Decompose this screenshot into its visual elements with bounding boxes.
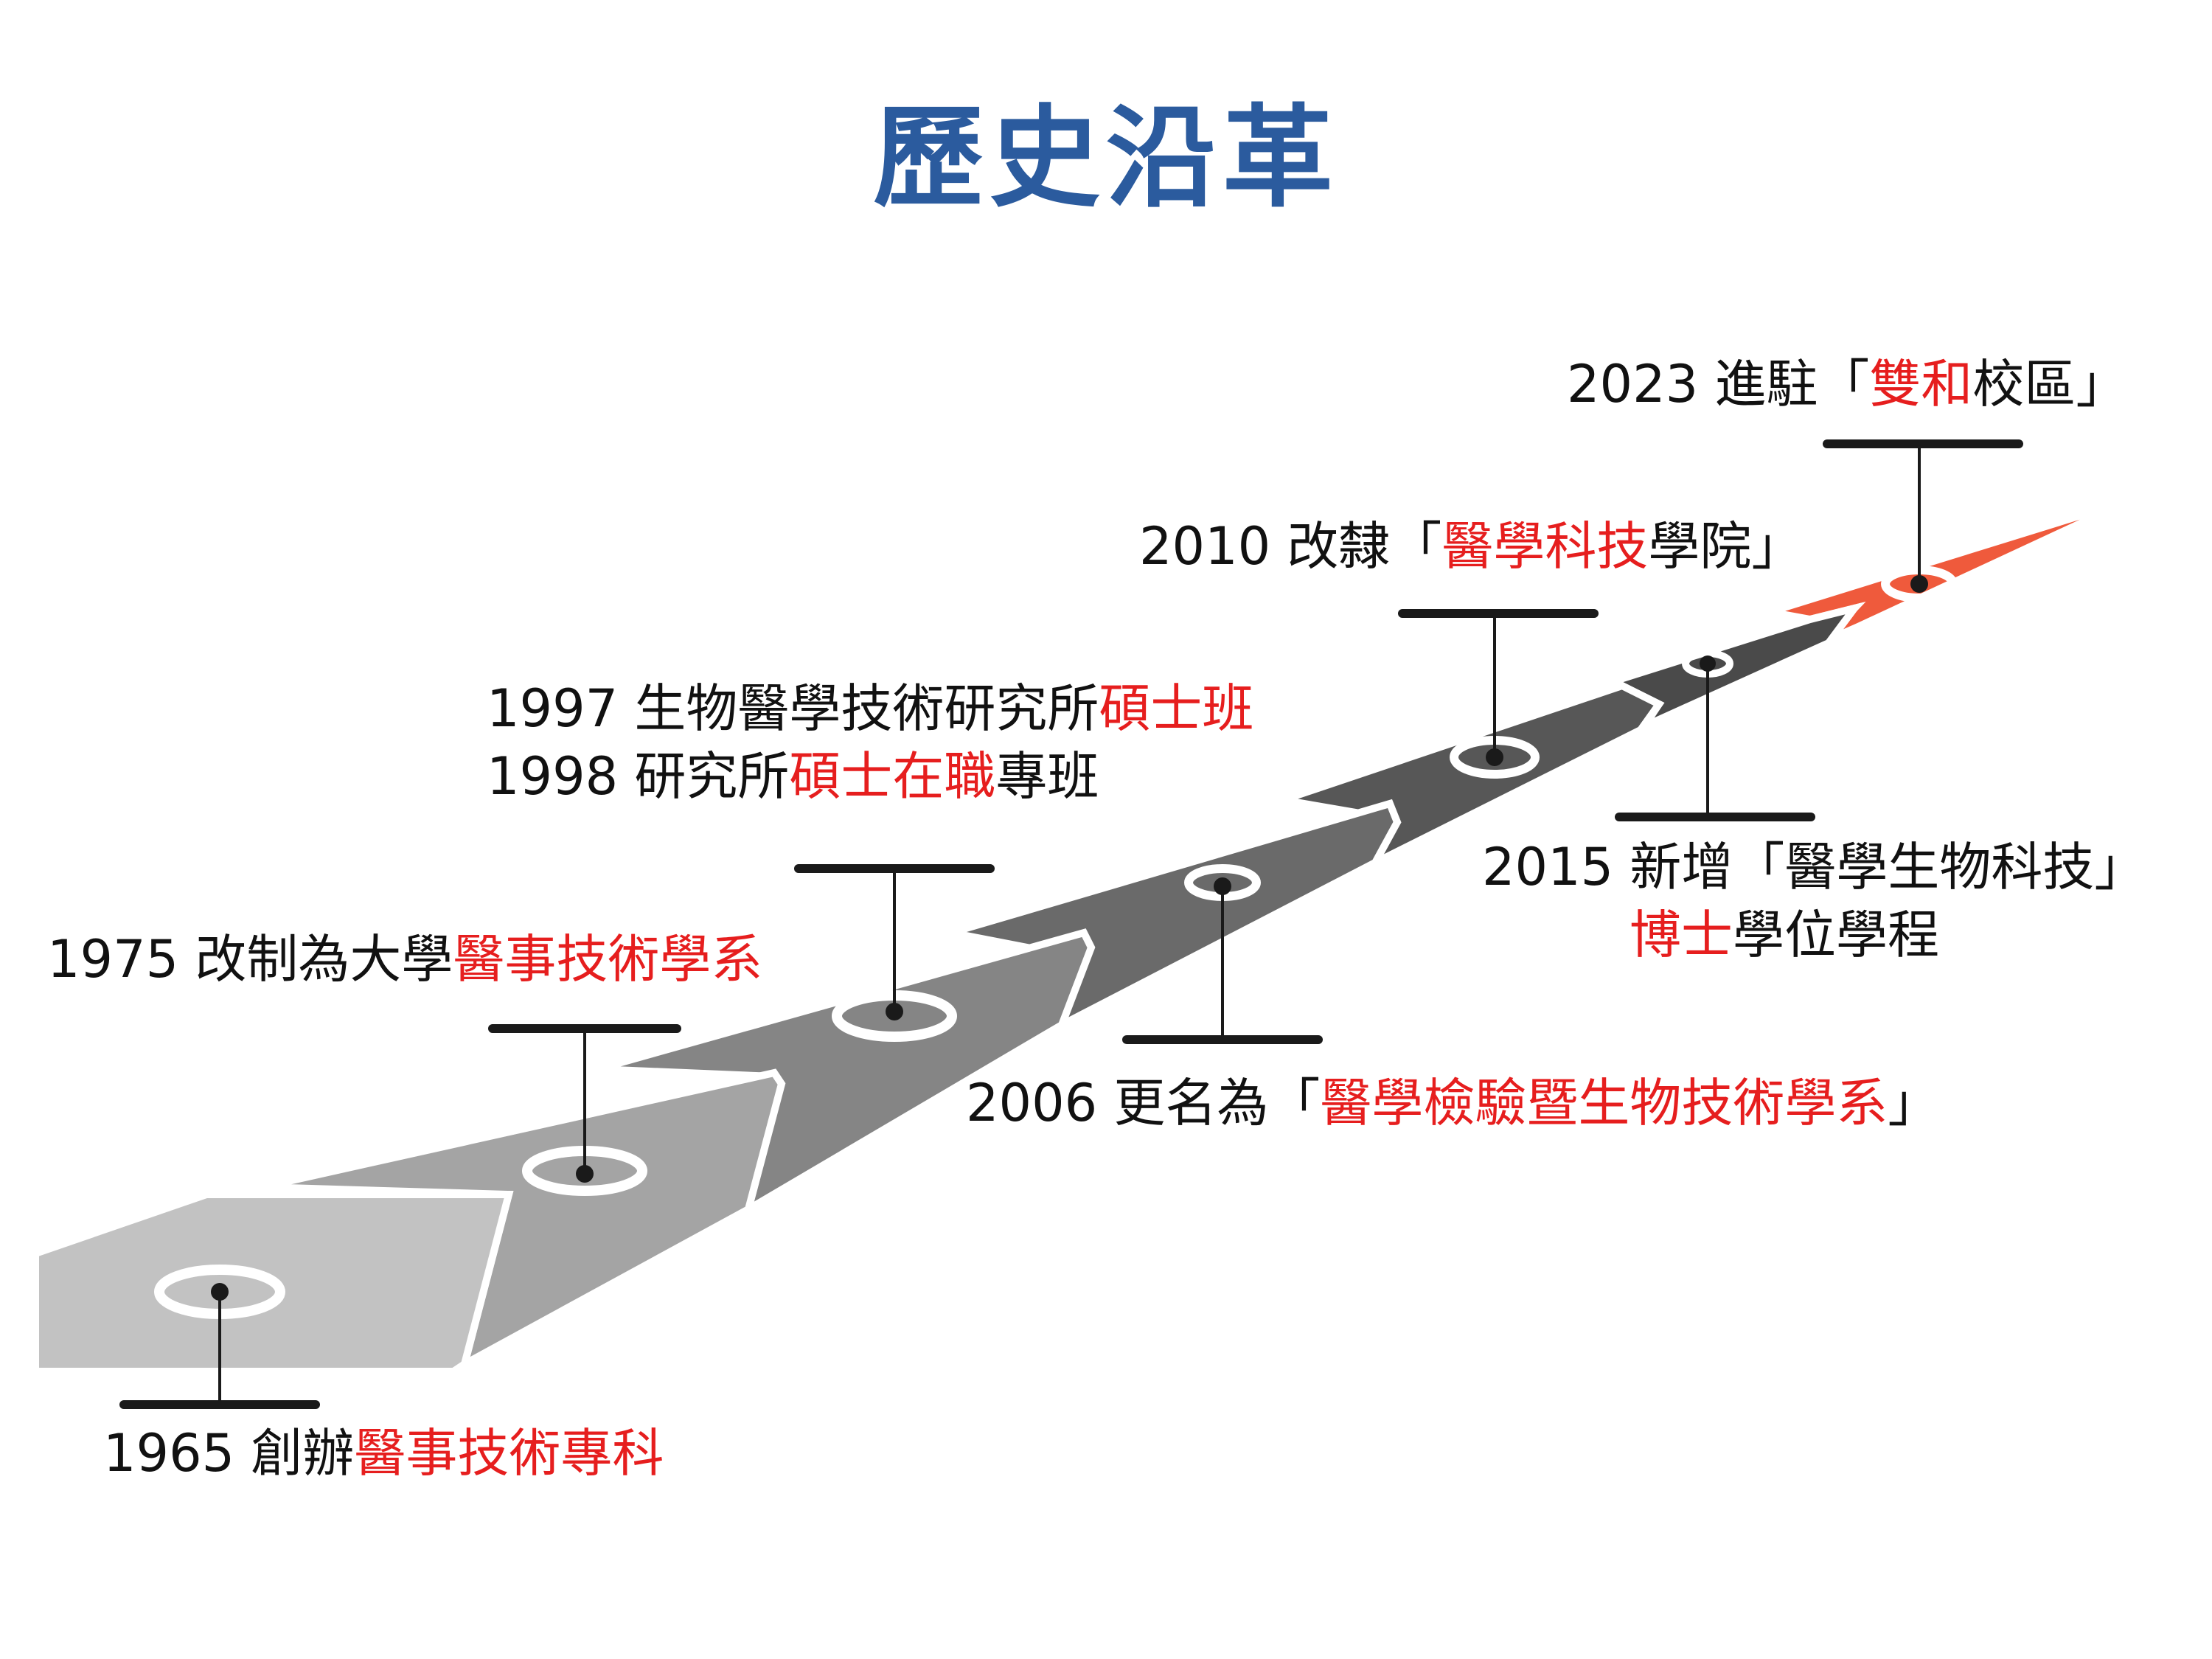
milestone-label-1997: 1997 生物醫學技術研究所碩士班 1998 研究所碩士在職專班 <box>487 675 1253 811</box>
label-text: 學位學程 <box>1733 905 1939 966</box>
marker-dot-2015 <box>1700 655 1716 672</box>
marker-dot-1975 <box>576 1165 594 1183</box>
connector-1975 <box>488 1024 681 1196</box>
label-text: 2015 新增「醫學生物科技」 <box>1482 837 2146 897</box>
road-segments <box>32 496 2133 1375</box>
label-text: 校區」 <box>1972 354 2128 414</box>
label-line: 2015 新增「醫學生物科技」 <box>1482 833 2146 901</box>
label-text: 2023 進駐「 <box>1567 354 1870 414</box>
milestone-label-1975: 1975 改制為大學醫事技術學系 <box>47 925 762 993</box>
label-highlight: 醫學科技 <box>1441 516 1649 577</box>
marker-dot-2006 <box>1214 877 1231 895</box>
label-text: 專班 <box>995 746 1099 807</box>
label-highlight: 博士 <box>1630 905 1733 966</box>
label-highlight: 碩士班 <box>1099 678 1254 739</box>
label-text: 」 <box>1888 1073 1940 1133</box>
label-highlight: 醫學檢驗暨生物技術學系 <box>1320 1073 1888 1133</box>
milestone-label-1965: 1965 創辦醫事技術專科 <box>103 1419 664 1487</box>
label-line: 1997 生物醫學技術研究所碩士班 <box>487 675 1253 742</box>
connector-2015 <box>1615 650 1815 821</box>
milestone-connectors <box>119 439 2023 1409</box>
marker-dot-2023 <box>1910 575 1928 593</box>
page-title: 歷史沿革 <box>872 94 1339 223</box>
label-highlight: 醫事技術學系 <box>453 929 763 990</box>
connector-2006 <box>1122 864 1323 1044</box>
milestone-label-2015: 2015 新增「醫學生物科技」 博士學位學程 <box>1482 833 2146 970</box>
label-text: 學院」 <box>1648 516 1804 577</box>
label-highlight: 雙和 <box>1869 354 1973 414</box>
label-text: 1975 改制為大學 <box>47 929 453 990</box>
label-text: 2006 更名為「 <box>966 1073 1321 1133</box>
label-line: 2023 進駐「雙和校區」 <box>1567 350 2127 418</box>
marker-dot-1997 <box>886 1003 903 1020</box>
milestone-label-2023: 2023 進駐「雙和校區」 <box>1567 350 2127 418</box>
marker-dot-2010 <box>1486 748 1503 766</box>
milestone-label-2010: 2010 改隸「醫學科技學院」 <box>1139 512 1803 580</box>
label-text: 1997 生物醫學技術研究所 <box>487 678 1099 739</box>
milestone-label-2006: 2006 更名為「醫學檢驗暨生物技術學系」 <box>966 1069 1939 1137</box>
label-highlight: 碩士在職 <box>789 746 996 807</box>
label-line: 博士學位學程 <box>1482 901 2146 969</box>
label-line: 1965 創辦醫事技術專科 <box>103 1419 664 1487</box>
label-highlight: 醫事技術專科 <box>354 1423 664 1484</box>
marker-dot-1965 <box>211 1283 229 1301</box>
label-text: 1998 研究所 <box>487 746 790 807</box>
connector-1997 <box>794 864 995 1042</box>
label-line: 1998 研究所碩士在職專班 <box>487 742 1253 810</box>
label-line: 1975 改制為大學醫事技術學系 <box>47 925 762 993</box>
label-text: 2010 改隸「 <box>1139 516 1442 577</box>
connector-2023 <box>1823 439 2023 602</box>
connector-1965 <box>119 1265 320 1409</box>
label-text: 1965 創辦 <box>103 1423 355 1484</box>
connector-2010 <box>1398 609 1599 779</box>
label-line: 2006 更名為「醫學檢驗暨生物技術學系」 <box>966 1069 1939 1137</box>
label-line: 2010 改隸「醫學科技學院」 <box>1139 512 1803 580</box>
